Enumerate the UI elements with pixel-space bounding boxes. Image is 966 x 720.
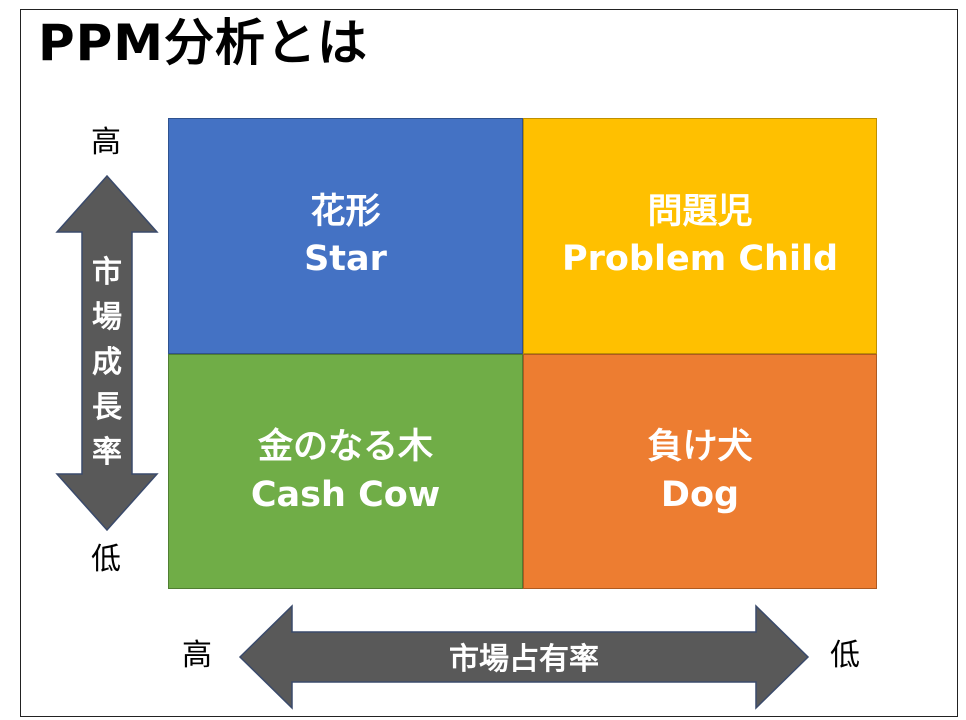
quadrant-dog-jp: 負け犬 — [647, 427, 753, 468]
quadrant-cash-cow-jp: 金のなる木 — [257, 427, 433, 468]
x-axis-low-label: 低 — [830, 638, 860, 673]
quadrant-problem-child: 問題児 Problem Child — [523, 118, 877, 354]
quadrant-star: 花形 Star — [168, 118, 523, 354]
y-axis-char: 率 — [92, 435, 122, 470]
quadrant-star-jp: 花形 — [310, 191, 381, 232]
slide-title: PPM分析とは — [38, 14, 369, 72]
vertical-arrow-shape — [55, 174, 159, 532]
quadrant-dog: 負け犬 Dog — [523, 354, 877, 589]
quadrant-cash-cow: 金のなる木 Cash Cow — [168, 354, 523, 589]
quadrant-problem-child-en: Problem Child — [561, 239, 839, 279]
horizontal-double-arrow — [238, 604, 810, 710]
x-axis-label: 市場占有率 — [449, 642, 599, 677]
quadrant-dog-en: Dog — [660, 474, 740, 515]
quadrant-star-en: Star — [304, 239, 387, 279]
y-axis-char: 市 — [92, 255, 122, 290]
y-axis-char: 場 — [92, 300, 122, 335]
quadrant-problem-child-jp: 問題児 — [647, 191, 753, 232]
quadrant-cash-cow-en: Cash Cow — [250, 474, 441, 515]
y-axis-char: 成 — [92, 345, 122, 380]
y-axis-high-label: 高 — [91, 125, 121, 160]
y-axis-char: 長 — [92, 390, 122, 425]
slide-frame — [20, 9, 958, 717]
horizontal-arrow-shape — [238, 604, 810, 710]
vertical-double-arrow — [55, 174, 159, 532]
x-axis-high-label: 高 — [182, 638, 212, 673]
y-axis-label: 市 場 成 長 率 — [86, 250, 128, 475]
y-axis-low-label: 低 — [91, 542, 121, 577]
